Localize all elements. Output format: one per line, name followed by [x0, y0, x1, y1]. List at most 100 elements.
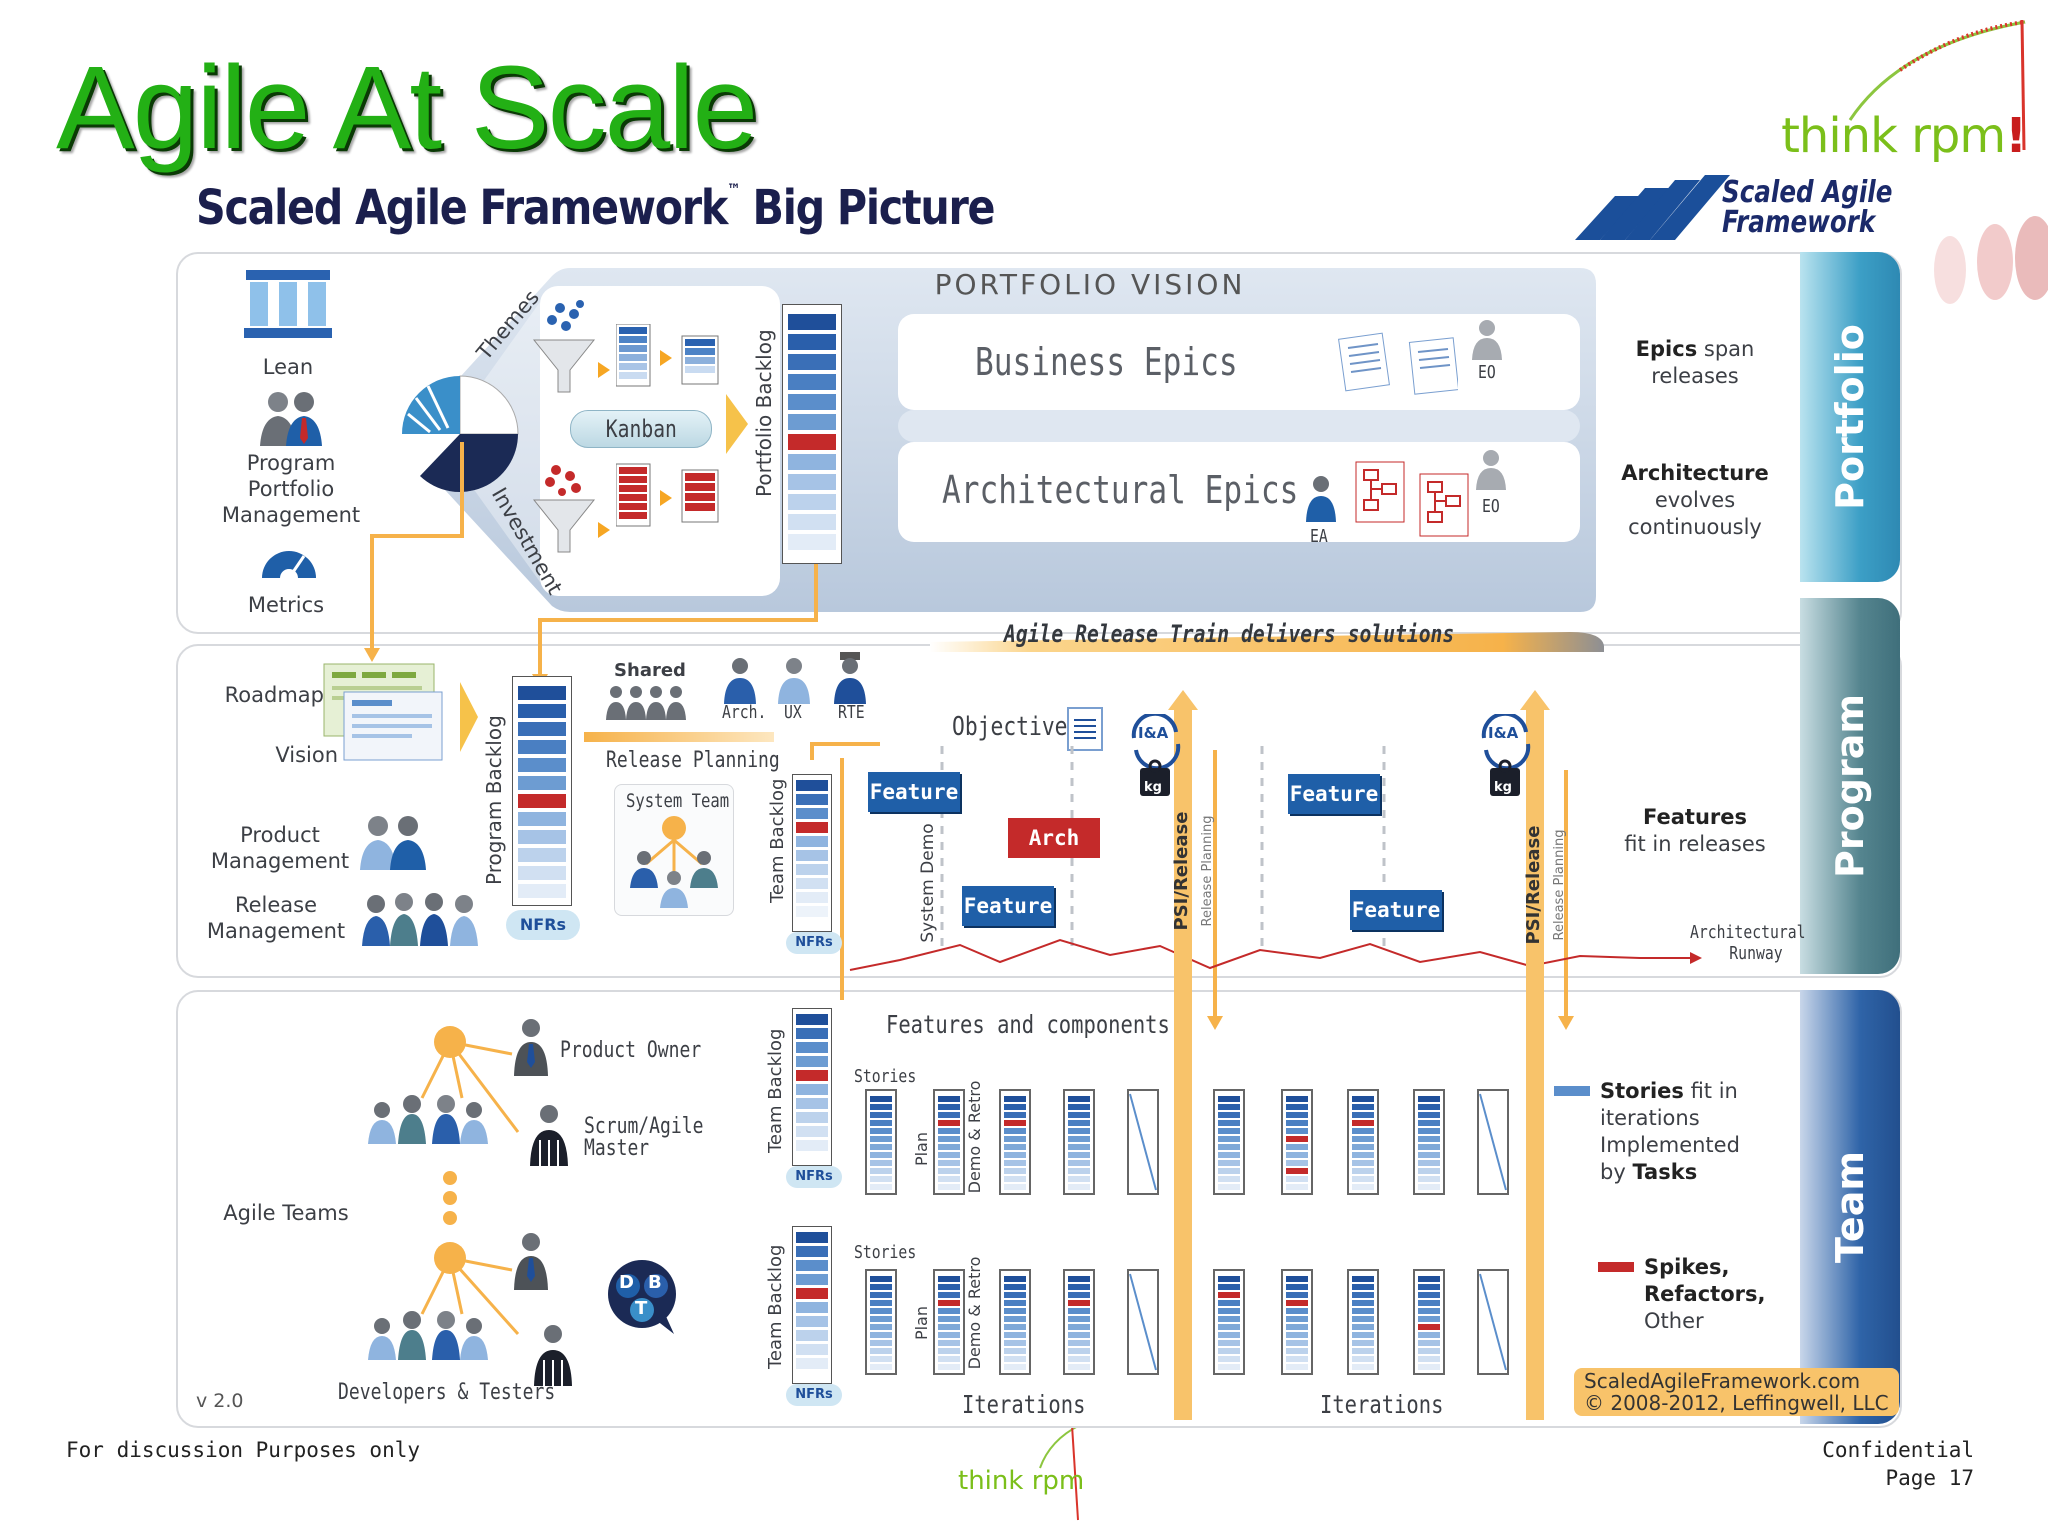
shared-people-icon	[606, 686, 686, 720]
business-epic-docs-icon	[1338, 332, 1458, 395]
iteration-stack	[1347, 1269, 1379, 1375]
psi-release-column-2	[1520, 690, 1550, 1420]
features-components-label: Features and components	[886, 1010, 1170, 1039]
program-team-nfrs-badge: NFRs	[786, 932, 842, 954]
arch-box: Arch	[1008, 818, 1100, 858]
iteration-stack	[865, 1269, 897, 1375]
objectives-doc-icon	[1067, 707, 1103, 751]
iteration-stack	[933, 1269, 965, 1375]
epics-span-note: Epics span releases	[1635, 337, 1755, 388]
kanban-mini-backlogs	[616, 324, 719, 527]
team-backlog-stack-1	[792, 1008, 832, 1166]
release-planning-label: Release Planning	[606, 748, 780, 773]
program-band: Program	[1800, 598, 1900, 974]
portfolio-backlog-stack	[782, 304, 842, 564]
metrics-gauge-icon	[262, 551, 316, 579]
product-owner-icon-2	[514, 1233, 548, 1290]
footer-left: For discussion Purposes only	[66, 1438, 421, 1462]
stories-note: Stories fit in iterations Implemented by…	[1554, 1078, 1790, 1186]
scrum-master-icon	[530, 1105, 568, 1166]
ea-label: EA	[1310, 526, 1328, 547]
ia-label-1: I&A	[1138, 724, 1169, 742]
system-team-people-icon	[630, 816, 718, 908]
architectural-epics-label: Architectural Epics	[942, 468, 1299, 512]
role-rte-label: RTE	[838, 702, 865, 723]
spikes-note: Spikes, Refactors, Other	[1598, 1254, 1784, 1335]
footer-confidential: Confidential	[1822, 1438, 1974, 1462]
portfolio-band: Portfolio	[1800, 252, 1900, 582]
iteration-stack	[1063, 1269, 1095, 1375]
feature-box-1: Feature	[868, 772, 960, 812]
iteration-stack	[999, 1269, 1031, 1375]
scrum-master-icon-2	[534, 1325, 572, 1386]
roadmap-docs-icon	[323, 663, 443, 761]
product-owner-label: Product Owner	[560, 1038, 702, 1063]
vision-label: Vision	[275, 743, 338, 767]
eo-label-business: EO	[1478, 362, 1496, 383]
roadmap-arrow	[460, 682, 478, 752]
iteration-stack	[1213, 1269, 1245, 1375]
iteration-stack	[1213, 1089, 1245, 1195]
program-backlog-stack	[512, 676, 572, 906]
product-mgmt-people-icon	[360, 816, 426, 870]
iteration-stack	[933, 1089, 965, 1195]
ppm-people-icon	[260, 392, 322, 446]
iteration-stack	[1347, 1089, 1379, 1195]
ia-cycle-icon-2	[1481, 714, 1531, 796]
lean-label: Lean	[262, 355, 314, 379]
ia-cycle-icon-1	[1131, 714, 1181, 796]
feature-box-4: Feature	[1350, 890, 1442, 930]
team-band: Team	[1800, 990, 1900, 1424]
stories-label-2: Stories	[854, 1242, 917, 1263]
role-arch-label: Arch.	[722, 702, 767, 723]
kg-label-2: kg	[1494, 780, 1512, 795]
art-train-banner	[930, 632, 1604, 652]
product-owner-icon	[514, 1019, 548, 1076]
release-mgmt-people-icon	[362, 893, 478, 946]
page-title: Agile At Scale	[56, 42, 758, 174]
roadmap-label: Roadmap	[224, 683, 324, 707]
objectives-label: Objectives	[952, 712, 1081, 742]
art-banner-label: Agile Release Train delivers solutions	[1004, 620, 1455, 648]
iteration-stack	[1127, 1089, 1159, 1195]
ux-person-icon	[778, 658, 810, 704]
footer-brand: think rpm	[958, 1466, 1085, 1496]
arch-person-icon	[724, 658, 756, 704]
architecture-evolves-note: Architecture evolves continuously	[1621, 461, 1769, 539]
rte-person-icon	[834, 652, 866, 704]
dbt-letter-d: D	[619, 1272, 634, 1293]
architecture-docs-icon	[1355, 461, 1469, 537]
saf-credit: ScaledAgileFramework.com© 2008-2012, Lef…	[1574, 1368, 1899, 1416]
dbt-letter-t: T	[635, 1298, 648, 1319]
iterations-label-1: Iterations	[962, 1390, 1086, 1419]
portfolio-arrow	[726, 394, 748, 454]
ea-person-icon	[1306, 476, 1336, 522]
iteration-stack	[1281, 1089, 1313, 1195]
team-nfrs-badge-1: NFRs	[786, 1166, 842, 1188]
kg-label-1: kg	[1144, 780, 1162, 795]
page-subtitle: Scaled Agile Framework™ Big Picture	[196, 180, 996, 236]
kanban-pill: Kanban	[570, 410, 712, 448]
iteration-stack	[1127, 1269, 1159, 1375]
eo-person-icon	[1472, 320, 1502, 360]
lean-temple-icon	[244, 270, 332, 338]
stories-label-1: Stories	[854, 1066, 917, 1087]
release-planning-bar	[584, 732, 774, 742]
team-nfrs-badge-2: NFRs	[786, 1384, 842, 1406]
iteration-stack	[1281, 1269, 1313, 1375]
feature-box-2: Feature	[962, 886, 1054, 926]
eo-label-arch: EO	[1482, 496, 1500, 517]
agile-teams-label: Agile Teams	[223, 1201, 349, 1225]
shared-label: Shared	[614, 660, 686, 681]
program-nfrs-badge: NFRs	[506, 910, 580, 940]
eo-person-icon-2	[1476, 450, 1506, 490]
dbt-icon	[608, 1260, 676, 1334]
iteration-stack	[1063, 1089, 1095, 1195]
